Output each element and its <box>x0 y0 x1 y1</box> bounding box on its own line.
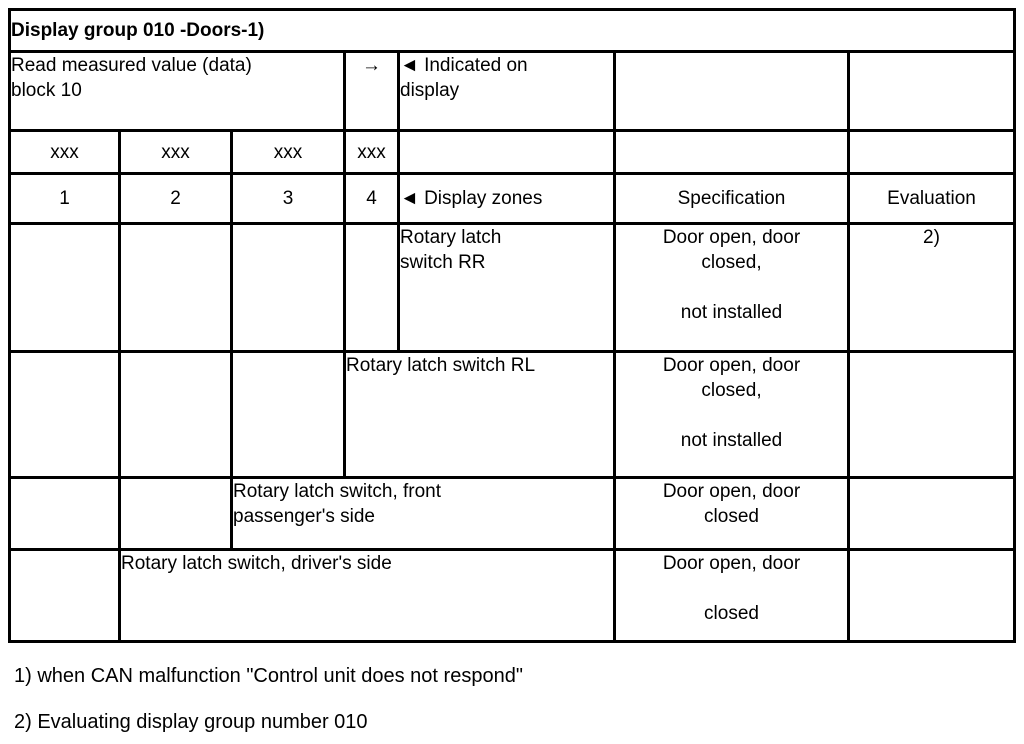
zone-number-cell: 1 <box>8 172 121 225</box>
xxx-cell: xxx <box>230 129 346 175</box>
read-measured-value-cell: Read measured value (data) block 10 <box>8 50 346 132</box>
specification-cell: Door open, door closed, not installed <box>613 222 850 353</box>
display-group-table: Display group 010 -Doors-1) Read measure… <box>7 8 1017 643</box>
empty-cell <box>613 50 850 132</box>
table-row-driver: Rotary latch switch, driver's side Door … <box>8 548 1017 643</box>
evaluation-cell <box>846 476 1017 551</box>
specification-cell: Door open, door closed <box>613 476 850 551</box>
empty-cell <box>8 350 121 479</box>
xxx-cell: xxx <box>8 129 121 175</box>
empty-cell <box>230 350 346 479</box>
evaluation-cell: 2) <box>846 222 1017 353</box>
footnote-1: 1) when CAN malfunction "Control unit do… <box>14 665 523 687</box>
read-value-row: Read measured value (data) block 10 → ◄ … <box>8 50 1017 132</box>
empty-cell <box>613 129 850 175</box>
empty-cell <box>8 476 121 551</box>
zone-header-row: 1 2 3 4 ◄ Display zones Specification Ev… <box>8 172 1017 225</box>
arrow-cell: → <box>343 50 400 132</box>
xxx-cell: xxx <box>343 129 400 175</box>
xxx-cell: xxx <box>118 129 233 175</box>
zone-number-cell: 3 <box>230 172 346 225</box>
zone-label-cell: Rotary latch switch, front passenger's s… <box>230 476 616 551</box>
zone-number-cell: 4 <box>343 172 400 225</box>
empty-cell <box>343 222 400 353</box>
xxx-row: xxx xxx xxx xxx <box>8 129 1017 175</box>
empty-cell <box>118 350 233 479</box>
table-row-front-passenger: Rotary latch switch, front passenger's s… <box>8 476 1017 551</box>
empty-cell <box>397 129 616 175</box>
empty-cell <box>846 50 1017 132</box>
table-title: Display group 010 -Doors-1) <box>7 8 1017 53</box>
empty-cell <box>118 222 233 353</box>
zone-label-cell: Rotary latch switch RR <box>397 222 616 353</box>
specification-cell: Door open, door closed <box>613 548 850 643</box>
table-row-rl: Rotary latch switch RL Door open, door c… <box>8 350 1017 479</box>
table-row-rr: Rotary latch switch RR Door open, door c… <box>8 222 1017 353</box>
indicated-on-display-cell: ◄ Indicated on display <box>397 50 616 132</box>
empty-cell <box>230 222 346 353</box>
specification-cell: Door open, door closed, not installed <box>613 350 850 479</box>
evaluation-cell <box>846 548 1017 643</box>
specification-header-cell: Specification <box>613 172 850 225</box>
empty-cell <box>8 548 121 643</box>
empty-cell <box>846 129 1017 175</box>
empty-cell <box>8 222 121 353</box>
zone-label-cell: Rotary latch switch, driver's side <box>118 548 616 643</box>
empty-cell <box>118 476 233 551</box>
footnote-2: 2) Evaluating display group number 010 <box>14 711 368 733</box>
evaluation-header-cell: Evaluation <box>846 172 1017 225</box>
right-arrow-icon: → <box>362 55 381 76</box>
display-zones-header-cell: ◄ Display zones <box>397 172 616 225</box>
evaluation-cell <box>846 350 1017 479</box>
footnotes: 1) when CAN malfunction "Control unit do… <box>14 664 1024 734</box>
zone-number-cell: 2 <box>118 172 233 225</box>
title-row: Display group 010 -Doors-1) <box>7 8 1017 53</box>
zone-label-cell: Rotary latch switch RL <box>343 350 616 479</box>
